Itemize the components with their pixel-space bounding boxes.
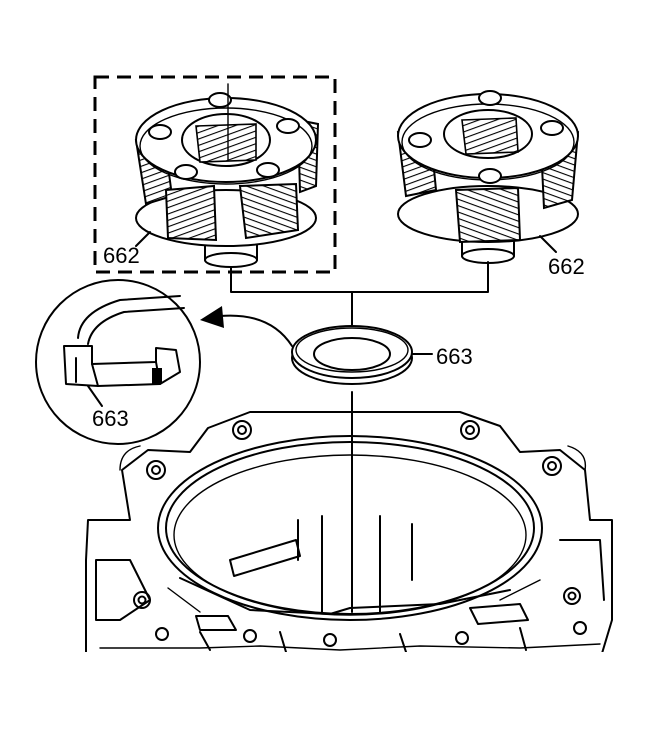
left-carrier-dashed-box	[93, 75, 337, 274]
thrust-washer	[291, 325, 433, 385]
right-pinion-gear-front	[454, 186, 522, 244]
callout-right-carrier: 662	[548, 254, 585, 279]
left-carrier-assembly	[93, 75, 337, 274]
right-carrier-assembly	[396, 90, 580, 264]
direction-arrow	[200, 306, 293, 347]
left-pinion-gear-front	[164, 184, 218, 242]
washer-detail-view	[35, 279, 201, 445]
callout-left-carrier: 662	[103, 243, 140, 268]
callout-washer: 663	[436, 344, 473, 369]
transmission-case	[85, 411, 613, 652]
callout-detail: 663	[92, 406, 129, 431]
case-bolt-bosses	[133, 420, 587, 647]
left-pinion-gear-right	[238, 182, 300, 240]
